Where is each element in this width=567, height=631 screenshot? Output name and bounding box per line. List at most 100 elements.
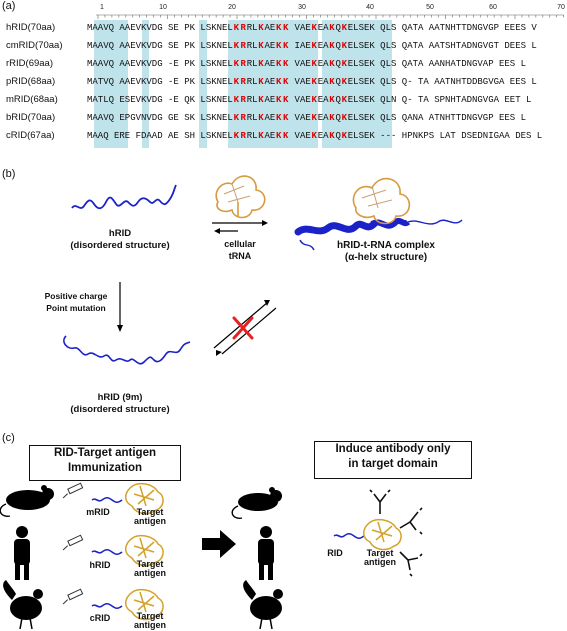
basic-residue: K [233, 77, 239, 87]
hrid-label: hRID (disordered structure) [60, 228, 180, 252]
basic-residue: K [329, 41, 335, 51]
box2-line1: Induce antibody only [335, 443, 451, 455]
target-antigen-label: Target antigen [125, 612, 175, 630]
basic-residue: K [276, 95, 282, 105]
basic-residue: K [341, 77, 348, 87]
target-line2: antigen [133, 620, 166, 630]
basic-residue: K [233, 113, 239, 123]
mouse-icon [231, 487, 282, 519]
trna-label: cellular tRNA [205, 238, 275, 262]
basic-residue: K [329, 131, 335, 141]
blocked-reverse-arrow [221, 307, 277, 355]
basic-residue: K [329, 113, 335, 123]
basic-residue: K [233, 41, 239, 51]
basic-residue: K [341, 95, 348, 105]
basic-residue: K [329, 59, 335, 69]
chicken-icon [243, 580, 283, 630]
basic-residue: K [341, 41, 348, 51]
trna-bound-icon [352, 177, 411, 225]
basic-residue: K [341, 59, 348, 69]
target-line2: antigen [363, 557, 396, 567]
disordered-peptide [71, 184, 177, 210]
ruler-label: 50 [426, 4, 434, 11]
basic-residue: K [233, 59, 239, 69]
basic-residue: K [282, 113, 289, 123]
basic-residue: K [233, 95, 239, 105]
box1-line2: Immunization [67, 462, 143, 474]
antibody-box: Induce antibody only in target domain [314, 441, 472, 479]
basic-residue: R [240, 41, 246, 51]
basic-residue: K [258, 95, 264, 105]
basic-residue: R [240, 131, 246, 141]
basic-residue: K [341, 23, 348, 33]
basic-residue: K [311, 77, 317, 87]
basic-residue: K [282, 41, 289, 51]
target-line1: Target [366, 548, 394, 558]
basic-residue: R [240, 95, 246, 105]
basic-residue: K [282, 77, 289, 87]
sequence-name: cRID(67aa) [6, 130, 55, 141]
sequence-name: pRID(68aa) [6, 76, 56, 87]
alignment-panel: 1 10 20 30 40 50 60 70 hRID(70aa) cmRID(… [6, 0, 566, 150]
syringe-icon [62, 588, 84, 605]
basic-residue: K [276, 59, 282, 69]
sequence-name: hRID(70aa) [6, 22, 56, 33]
antibody-icon [399, 551, 423, 577]
basic-residue: K [276, 131, 282, 141]
chicken-icon [3, 580, 43, 630]
mutation-label: Positive charge Point mutation [26, 290, 126, 314]
sequence-name: cmRID(70aa) [6, 40, 63, 51]
ruler-label: 40 [366, 4, 374, 11]
conserved-band [142, 20, 149, 148]
ruler-label: 60 [489, 4, 497, 11]
complex-subtitle: (α-helx structure) [344, 252, 428, 263]
crid-label: cRID [89, 613, 111, 623]
rid-antigen-construct [91, 588, 164, 621]
mutant-subtitle: (disordered structure) [70, 404, 170, 415]
basic-residue: K [276, 41, 282, 51]
rid-antigen-construct [91, 534, 164, 567]
rid-label: RID [327, 548, 343, 558]
box2-line2: in target domain [348, 458, 438, 470]
basic-residue: K [311, 59, 317, 69]
basic-residue: K [311, 113, 317, 123]
blocked-x-icon [232, 316, 254, 340]
human-icon [14, 526, 30, 580]
basic-residue: K [282, 95, 289, 105]
sequence-name: bRID(70aa) [6, 112, 56, 123]
basic-residue: K [258, 23, 264, 33]
basic-residue: K [233, 23, 239, 33]
ruler-label: 1 [100, 4, 104, 11]
conserved-band [94, 20, 128, 148]
target-antigen-label: Target antigen [125, 560, 175, 578]
trna-icon [215, 175, 266, 219]
conserved-band [322, 20, 392, 148]
sequence-name: rRID(69aa) [6, 58, 53, 69]
basic-residue: K [258, 77, 264, 87]
target-antigen-label: Target antigen [125, 508, 175, 526]
hrid-subtitle: (disordered structure) [70, 240, 170, 251]
mutant-label: hRID (9m) (disordered structure) [60, 392, 180, 416]
panel-label-b: (b) [2, 168, 16, 180]
basic-residue: K [258, 59, 264, 69]
sequence-name: mRID(68aa) [6, 94, 58, 105]
basic-residue: K [329, 95, 335, 105]
ruler-label: 10 [159, 4, 167, 11]
trna-line2: tRNA [228, 251, 252, 261]
basic-residue: K [311, 23, 317, 33]
target-line1: Target [136, 559, 164, 569]
basic-residue: R [240, 77, 246, 87]
basic-residue: R [240, 113, 246, 123]
box1-line1: RID-Target antigen [53, 447, 156, 459]
target-line2: antigen [133, 568, 166, 578]
mutant-peptide [63, 335, 191, 365]
basic-residue: K [282, 23, 289, 33]
basic-residue: K [276, 77, 282, 87]
hrid-construct-label: hRID [89, 560, 111, 570]
